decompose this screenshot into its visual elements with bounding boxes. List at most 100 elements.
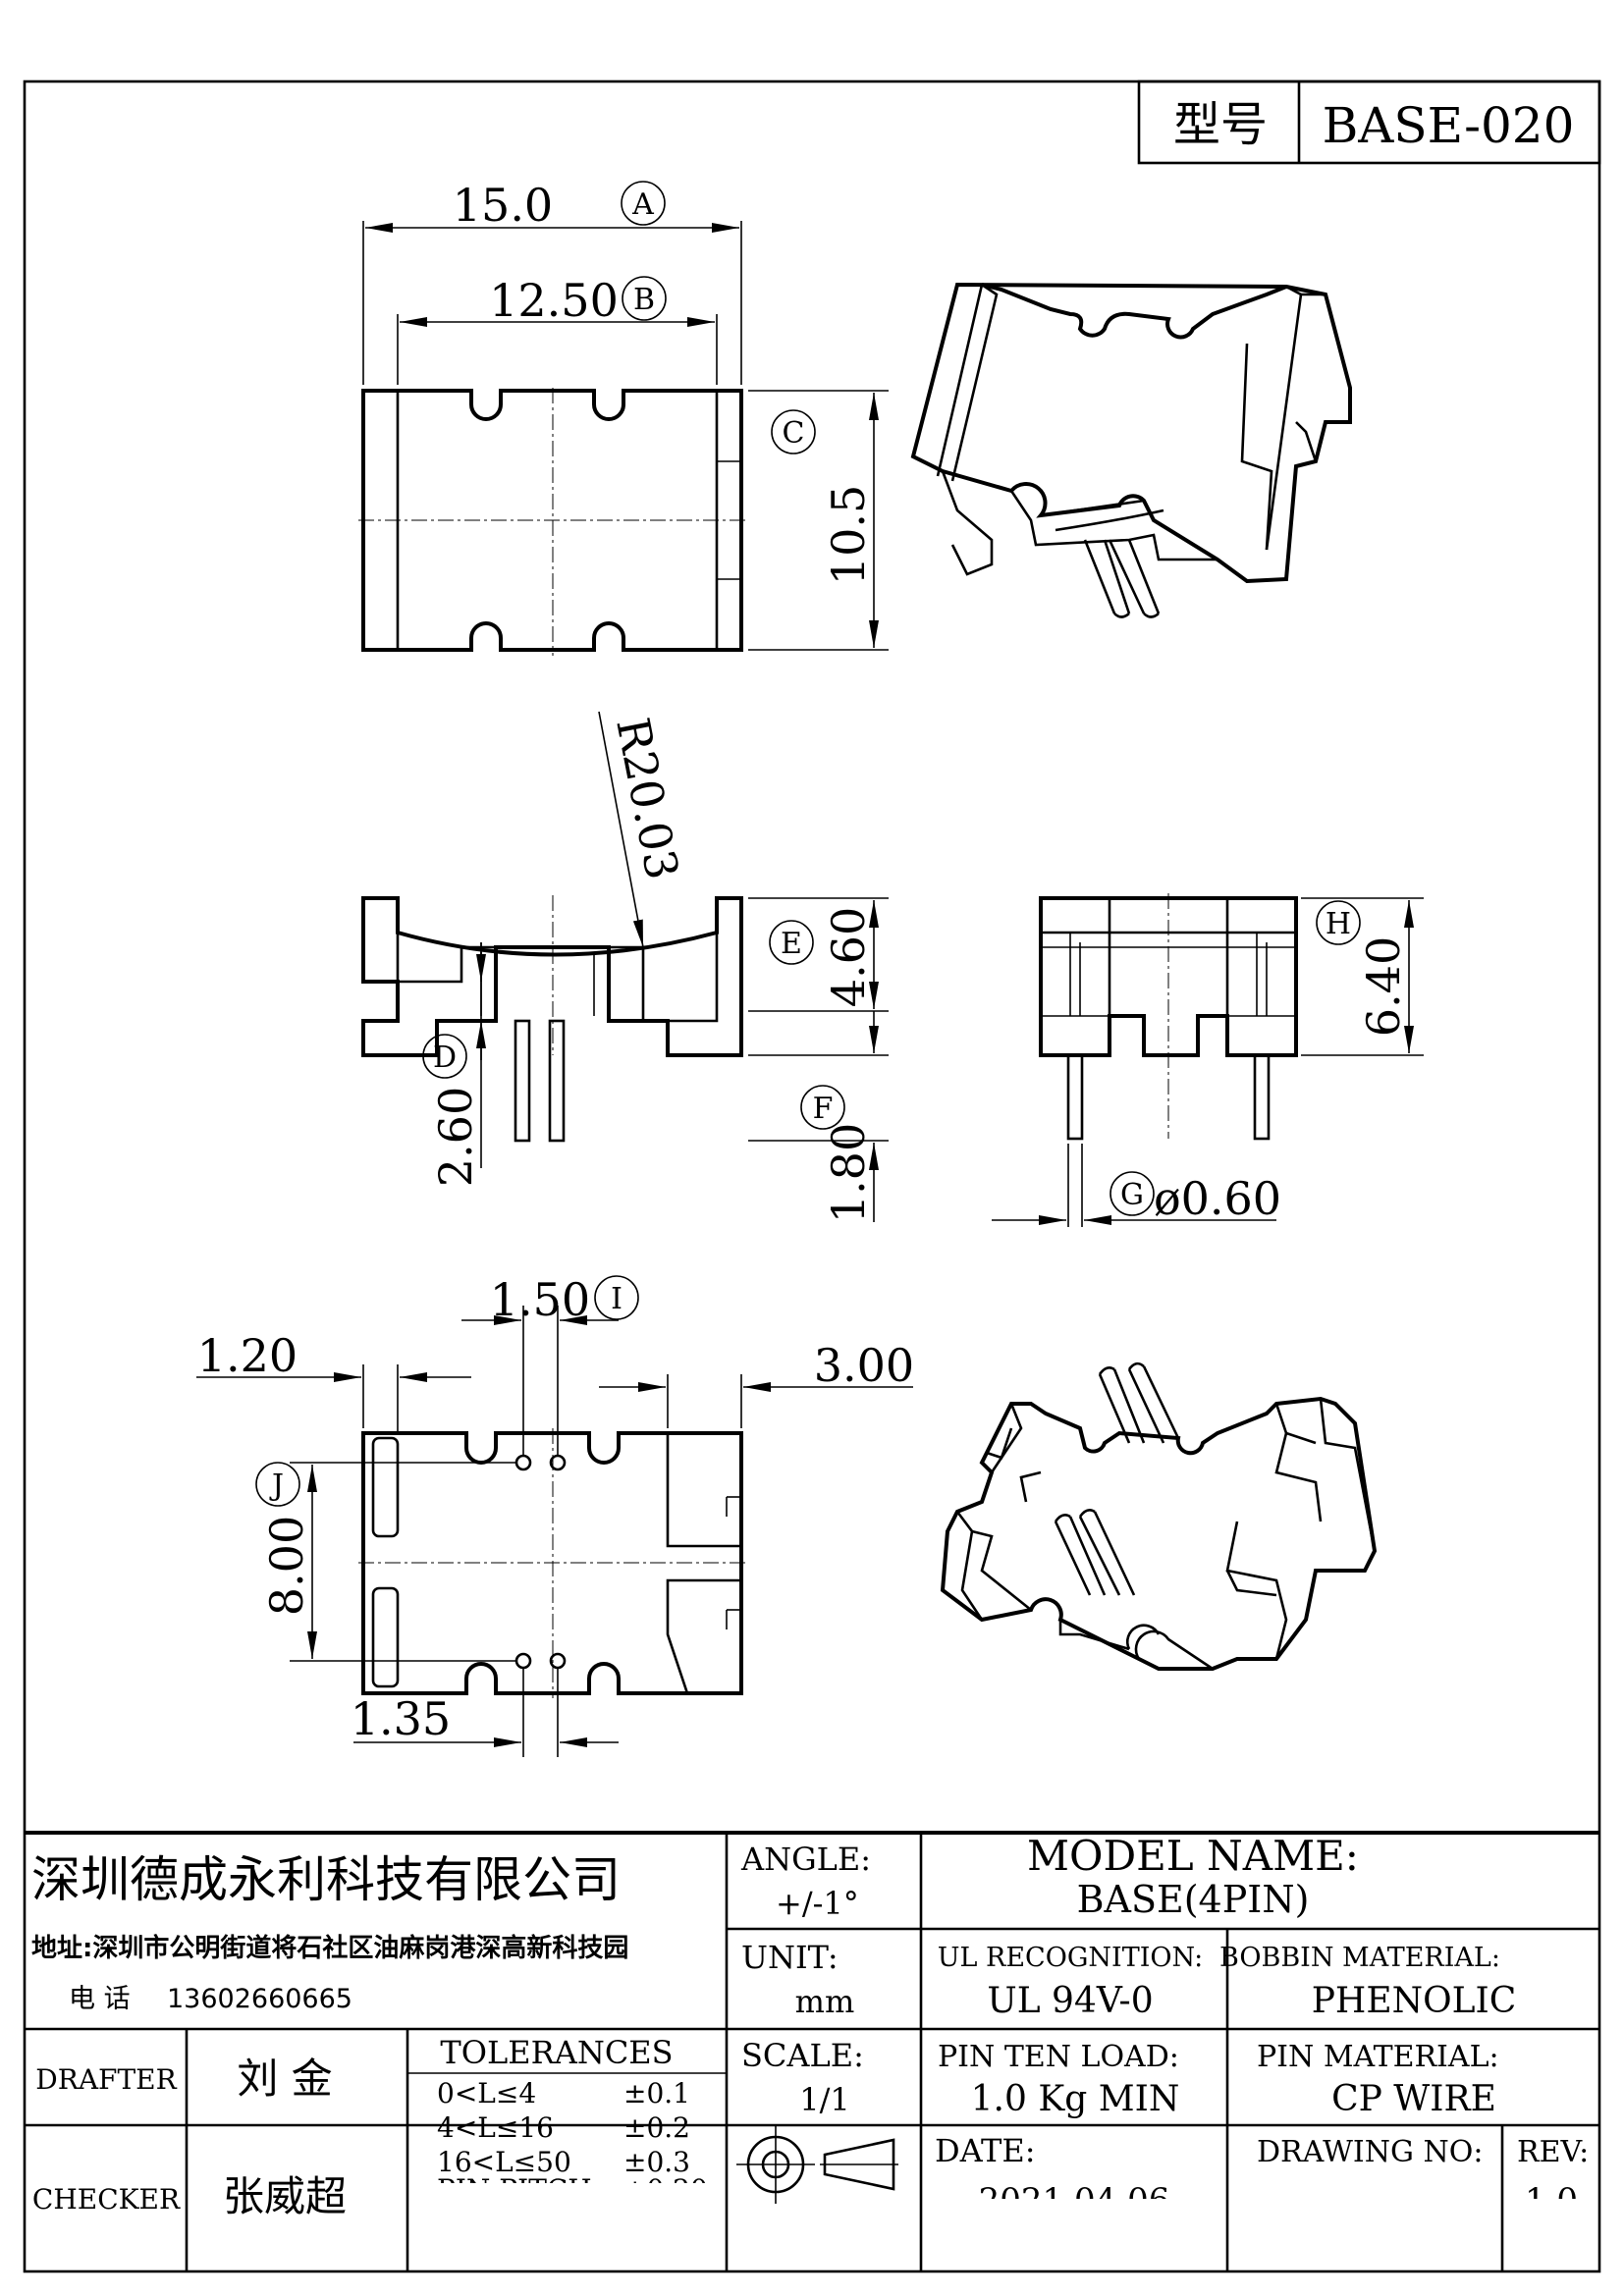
dim-f-value: 1.80 [822, 1123, 875, 1223]
dim-c-value: 10.5 [822, 485, 875, 585]
checker-label: CHECKER [32, 2183, 181, 2216]
dim-d-marker [422, 1034, 467, 1079]
model-box: 型号 BASE-020 [1137, 80, 1601, 165]
dimension-f: F 1.80 [748, 1011, 889, 1223]
dim-a-value: 15.0 [453, 179, 553, 232]
dim-b-value: 12.50 [489, 274, 619, 327]
dim-300-value: 3.00 [814, 1339, 914, 1392]
dimension-c: C 10.5 [748, 390, 889, 651]
drafter-value: 刘 金 [237, 2055, 332, 2103]
company-name: 深圳德成永利科技有限公司 [31, 1851, 621, 1908]
ul-value: UL 94V-0 [987, 1981, 1153, 2021]
dimension-g: G ø0.60 [992, 1144, 1281, 1227]
dim-e-value: 4.60 [822, 907, 875, 1007]
tolerance-range-3: 16<L≤50 [437, 2146, 571, 2178]
model-name-value: BASE(4PIN) [1077, 1878, 1310, 1921]
model-name-label: MODEL NAME: [1027, 1832, 1359, 1880]
dim-b-tag: B [633, 283, 655, 317]
pin-load-value: 1.0 Kg MIN [971, 2079, 1180, 2119]
tolerance-value-2: ±0.2 [623, 2111, 690, 2144]
dimension-300: 3.00 [599, 1339, 914, 1428]
date-value: 2021.04.06 [979, 2181, 1170, 2220]
dim-g-value: ø0.60 [1154, 1172, 1281, 1225]
bobbin-value: PHENOLIC [1312, 1981, 1517, 2021]
top-view [358, 388, 746, 656]
rev-label: REV: [1517, 2135, 1589, 2169]
dim-f-marker [800, 1085, 845, 1130]
projection-symbol-icon [736, 2125, 898, 2204]
tolerances-label: TOLERANCES [440, 2034, 673, 2071]
ul-label: UL RECOGNITION: [938, 1943, 1204, 1973]
date-clip: 2021.04.06 [979, 2181, 1170, 2220]
drawing-no-label: DRAWING NO: [1257, 2135, 1483, 2169]
dimension-i: 1.50 I [461, 1273, 639, 1455]
dim-g-tag: G [1120, 1178, 1144, 1212]
drafter-label: DRAFTER [35, 2063, 177, 2096]
dim-i-tag: I [611, 1282, 623, 1316]
rev-value: 1.0 [1525, 2181, 1578, 2220]
scale-value: 1/1 [799, 2081, 850, 2118]
dim-radius: R20.03 [606, 714, 689, 884]
model-value: BASE-020 [1323, 97, 1575, 154]
radius-callout: R20.03 [598, 711, 689, 948]
dim-d-tag: D [433, 1041, 457, 1075]
date-label: DATE: [935, 2132, 1036, 2169]
bottom-view [358, 1428, 746, 1698]
tolerance-value-1: ±0.1 [623, 2077, 690, 2109]
dim-120-value: 1.20 [197, 1329, 298, 1382]
dim-h-tag: H [1326, 907, 1351, 941]
dim-e-marker [769, 920, 814, 965]
dim-135-value: 1.35 [351, 1692, 451, 1745]
dim-c-tag: C [783, 416, 805, 451]
angle-value: +/-1° [776, 1885, 859, 1922]
dim-e-tag: E [781, 927, 802, 961]
dimension-120: 1.20 [196, 1329, 471, 1433]
dim-c-marker [771, 409, 816, 454]
dim-j-tag: J [269, 1468, 284, 1503]
tolerance-value-3: ±0.3 [623, 2146, 690, 2178]
dim-b-marker [622, 276, 667, 321]
dim-i-value: 1.50 [490, 1273, 590, 1326]
phone-label: 电 话 [69, 1984, 131, 2014]
tolerance-rows-clip: 0<L≤4 ±0.1 4<L≤16 ±0.2 16<L≤50 ±0.3 PIN … [437, 2077, 708, 2206]
dim-g-marker [1110, 1171, 1155, 1216]
side-view [1039, 893, 1298, 1141]
isometric-view-top [910, 282, 1352, 618]
unit-value: mm [795, 1983, 855, 2020]
dim-f-tag: F [813, 1092, 834, 1126]
angle-label: ANGLE: [740, 1841, 871, 1878]
title-block [25, 1831, 1599, 2271]
dimension-d: D 2.60 [422, 942, 486, 1187]
tolerance-range-1: 0<L≤4 [437, 2077, 536, 2109]
dim-i-marker [594, 1275, 639, 1320]
model-label: 型号 [1173, 97, 1268, 152]
front-view [361, 895, 743, 1143]
tolerance-value-4: ±0.20 [623, 2173, 708, 2206]
bobbin-label: BOBBIN MATERIAL: [1219, 1943, 1500, 1973]
pin-load-label: PIN TEN LOAD: [938, 2040, 1179, 2074]
dimension-b: 12.50 B [397, 274, 718, 385]
tolerance-range-2: 4<L≤16 [437, 2111, 554, 2144]
dim-h-value: 6.40 [1357, 936, 1410, 1037]
dimension-h: H 6.40 [1301, 897, 1424, 1056]
dim-a-tag: A [631, 187, 654, 222]
dim-d-value: 2.60 [429, 1087, 482, 1187]
dimension-135: 1.35 [351, 1669, 619, 1757]
dim-j-value: 8.00 [260, 1516, 313, 1616]
rev-clip: 1.0 [1525, 2181, 1578, 2220]
phone-number: 13602660665 [167, 1984, 352, 2014]
tolerance-range-4: PIN PITCH [437, 2173, 592, 2206]
unit-label: UNIT: [741, 1939, 839, 1976]
checker-value: 张威超 [223, 2172, 347, 2220]
pin-material-label: PIN MATERIAL: [1257, 2040, 1499, 2074]
dim-j-marker [255, 1462, 300, 1507]
company-address: 地址:深圳市公明街道将石社区油麻岗港深高新科技园 [31, 1933, 628, 1963]
dim-a-marker [621, 181, 666, 226]
dim-h-marker [1316, 900, 1361, 945]
dimension-j: J 8.00 [255, 1462, 515, 1662]
pin-material-value: CP WIRE [1331, 2079, 1496, 2119]
drawing-frame [23, 80, 1601, 2273]
dimension-e: E 4.60 [748, 897, 889, 1012]
scale-label: SCALE: [741, 2037, 864, 2074]
